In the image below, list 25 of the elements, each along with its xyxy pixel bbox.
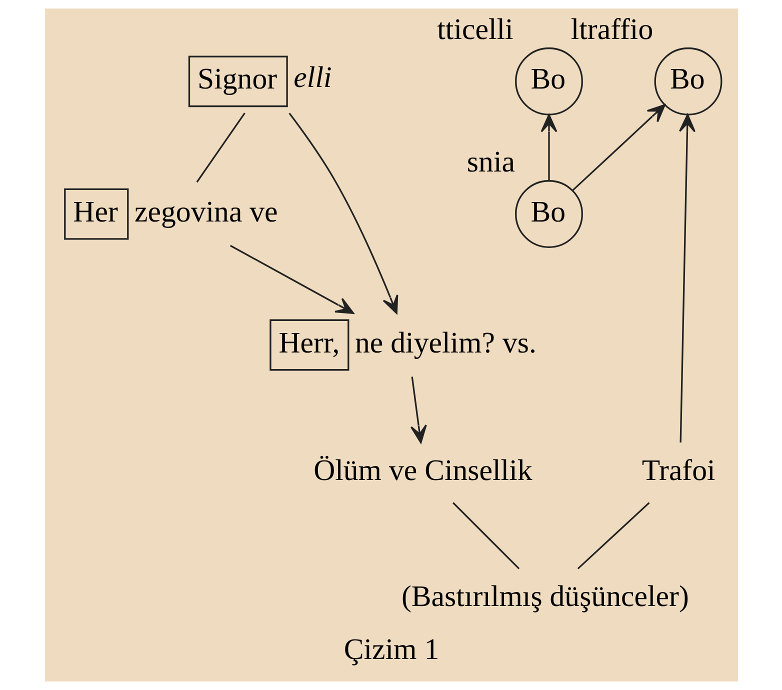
node-text: (Bastırılmış düşünceler)	[400, 580, 688, 613]
arrow	[229, 244, 354, 314]
arrow	[288, 112, 398, 314]
node-label: elli	[293, 61, 332, 94]
node-label: tticelli	[436, 12, 513, 46]
node-text: Trafoi	[641, 454, 715, 487]
caption: Çizim 1	[343, 633, 439, 666]
node-label: zegovina ve	[134, 195, 278, 228]
arrow	[678, 114, 696, 443]
node-label: ltraffio	[570, 12, 653, 46]
node-text: Ölüm ve Cinsellik	[313, 454, 532, 487]
arrow	[410, 376, 426, 444]
node-box: Signor	[188, 56, 288, 108]
connector	[196, 112, 245, 183]
node-box: Her	[64, 188, 128, 240]
node-label: snia	[466, 146, 515, 179]
arrow	[540, 114, 557, 181]
arrow	[572, 104, 665, 191]
node-circle: Bo	[514, 47, 582, 116]
connector	[576, 502, 650, 570]
node-label: ne diyelim? vs.	[354, 326, 536, 360]
node-box: Herr,	[269, 319, 349, 371]
connector	[452, 502, 520, 570]
node-circle: Bo	[514, 180, 582, 248]
node-circle: Bo	[654, 47, 722, 116]
